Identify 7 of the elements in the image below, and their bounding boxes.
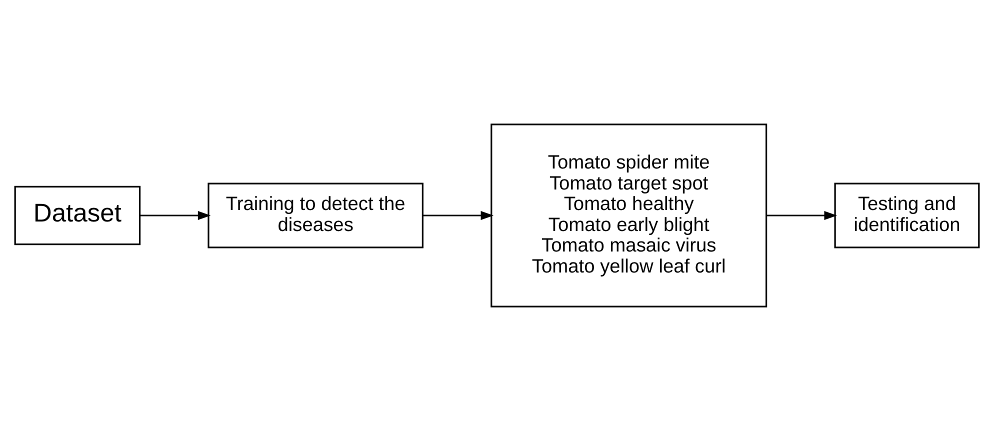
node-box: Testing and identification (834, 182, 980, 248)
node-box: Tomato spider mite Tomato target spot Tomato healthy Tomato early blight Tomato masaic virus Tomato yellow leaf curl (490, 123, 768, 307)
arrow (422, 210, 494, 220)
arrow (766, 210, 838, 220)
node-box: Dataset (14, 185, 141, 245)
node-box: Training to detect the diseases (208, 182, 424, 248)
arrow (140, 210, 211, 220)
